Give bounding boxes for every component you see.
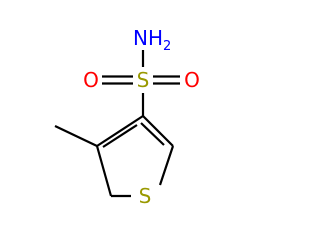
atom-nitrogen: NH2 (133, 26, 171, 54)
background (0, 0, 250, 250)
bond-c2-c3-inner (140, 122, 165, 146)
bond-c2-c3 (142, 115, 174, 147)
bond-c4-methyl (54, 125, 98, 147)
bond-c3-c4 (96, 115, 144, 147)
nitrogen-symbol: NH (133, 26, 163, 50)
bond-s-c2 (158, 145, 175, 186)
bond-c4-c5 (95, 145, 113, 197)
atom-sulfonyl-sulfur: S (137, 68, 150, 92)
bonds (54, 50, 180, 198)
molecule-structure: NH2 S O O S (0, 0, 250, 250)
atom-oxygen-right: O (184, 68, 200, 92)
atom-ring-sulfur: S (139, 184, 152, 208)
bond-c3-c4-inner (102, 124, 138, 148)
nitrogen-subscript: 2 (163, 39, 171, 54)
atom-oxygen-left: O (83, 68, 99, 92)
